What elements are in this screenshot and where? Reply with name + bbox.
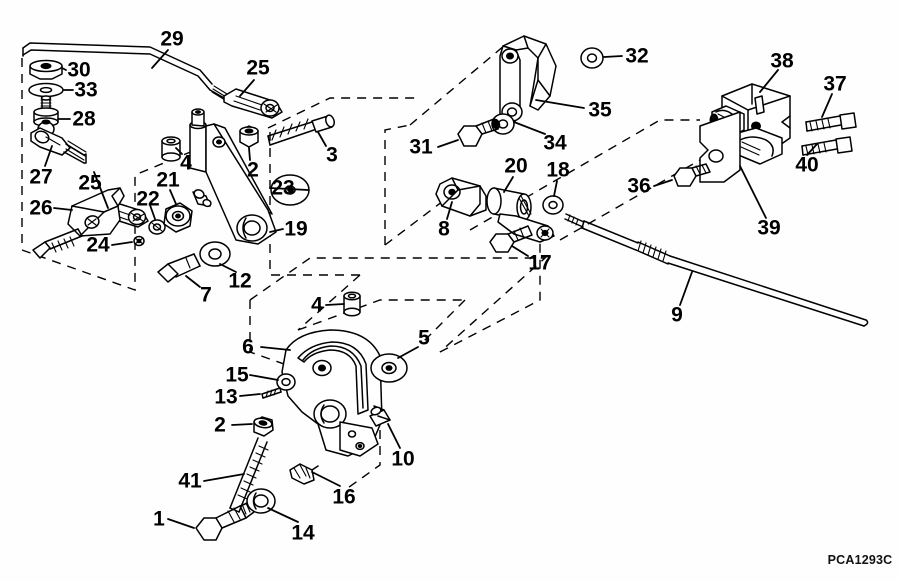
part-29-link-rod <box>22 42 234 104</box>
part-5-washer <box>370 353 408 383</box>
part-2-hex-nut-lower <box>253 416 274 437</box>
callout-7-screw: 7 <box>200 283 212 307</box>
callout-38-bracket: 38 <box>770 49 794 73</box>
part-14-washer <box>246 488 276 514</box>
part-7-shoulder-screw <box>157 253 201 283</box>
part-23-large-washer <box>270 174 310 206</box>
part-37-hex-screw <box>805 112 857 132</box>
callout-41-screw: 41 <box>178 469 202 493</box>
part-26-screw <box>32 228 83 259</box>
part-10-shoulder-pin <box>369 405 391 427</box>
group-center-dashed-boundary <box>267 97 420 276</box>
callout-3-screw: 3 <box>326 143 338 167</box>
callout-34-washer: 34 <box>543 131 567 155</box>
callout-18-washer: 18 <box>546 158 570 182</box>
part-2-hex-nut-upper <box>239 125 259 148</box>
callout-19-lever: 19 <box>284 217 308 241</box>
callout-32-washer: 32 <box>625 44 649 68</box>
callout-9-cable: 9 <box>671 303 683 327</box>
part-8-link-end <box>435 177 487 217</box>
callout-40-screw: 40 <box>795 153 819 177</box>
part-13-roll-pin <box>261 387 282 399</box>
part-40-hex-screw <box>801 136 853 156</box>
callout-13-pin: 13 <box>214 385 238 409</box>
callout-23-washer: 23 <box>271 176 295 200</box>
part-33-flat-washer <box>28 82 64 98</box>
part-4-spacer-upper <box>161 136 181 162</box>
callout-37-screw: 37 <box>823 72 847 96</box>
callout-8-link: 8 <box>438 217 450 241</box>
callout-12-washer: 12 <box>228 269 252 293</box>
part-4-spacer-lower <box>343 291 361 317</box>
callout-35-bracket: 35 <box>588 98 612 122</box>
callout-16-clip: 16 <box>332 485 356 509</box>
callout-4-bushing-lower: 4 <box>311 293 323 317</box>
callout-15-washer: 15 <box>225 363 249 387</box>
part-26-mounting-bracket <box>67 187 125 237</box>
group-left-dashed-boundary <box>21 58 201 291</box>
part-1-hex-bolt <box>195 501 255 541</box>
part-3-threaded-screw <box>267 114 335 146</box>
part-17-hex-screw <box>489 225 533 253</box>
callout-25-ball-joint-lower: 25 <box>78 171 102 195</box>
leader-lines <box>44 49 833 529</box>
part-15-washer <box>276 373 296 391</box>
part-19-throttle-lever <box>189 108 277 245</box>
callout-17-screw: 17 <box>528 251 552 275</box>
callout-5-washer: 5 <box>418 326 430 350</box>
callout-28-bushing: 28 <box>72 107 96 131</box>
callout-33-washer: 33 <box>74 78 98 102</box>
part-6-throttle-cam <box>281 329 383 457</box>
callout-2-nut-lower: 2 <box>214 413 226 437</box>
callout-4-bushing-upper: 4 <box>180 151 192 175</box>
part-30-locknut <box>29 59 63 80</box>
callout-26-bracket: 26 <box>29 196 53 220</box>
callout-24-screw: 24 <box>86 233 110 257</box>
callout-27-link-end: 27 <box>29 165 53 189</box>
callout-29-link-rod: 29 <box>160 27 184 51</box>
part-16-retaining-clip <box>289 463 319 485</box>
callout-2-nut-upper: 2 <box>247 158 259 182</box>
part-39-backing-plate <box>699 111 741 183</box>
part-20-roller-bearing <box>486 187 555 243</box>
callout-10-pin: 10 <box>391 447 415 471</box>
part-12-washer <box>199 241 231 267</box>
part-31-hex-bolt <box>457 118 501 147</box>
part-18-washer <box>542 195 564 215</box>
callout-30-nut: 30 <box>67 58 91 82</box>
part-24-small-screw <box>133 235 145 247</box>
group-upper-right-dashed-boundary <box>384 44 506 246</box>
part-36-hex-screw <box>673 163 711 187</box>
callout-21-bushing: 21 <box>156 168 180 192</box>
callout-36-screw: 36 <box>627 174 651 198</box>
callout-31-bolt: 31 <box>409 135 433 159</box>
part-35-shift-bracket <box>499 35 557 125</box>
callout-6-cam: 6 <box>242 335 254 359</box>
callout-14-washer: 14 <box>291 521 315 545</box>
callout-1-bolt: 1 <box>153 507 165 531</box>
callout-20-roller: 20 <box>504 154 528 178</box>
callout-22-washer: 22 <box>136 187 160 211</box>
part-32-washer <box>580 47 604 69</box>
part-25-ball-socket-upper <box>223 88 283 119</box>
part-22-lock-washer <box>148 219 166 235</box>
drawing-code: PCA1293C <box>827 553 893 567</box>
part-41-long-screw <box>229 437 269 513</box>
part-9-control-cable <box>564 213 869 327</box>
callout-25-ball-joint-upper: 25 <box>246 56 270 80</box>
callout-39-plate: 39 <box>757 216 781 240</box>
part-21-bushing <box>163 202 193 233</box>
part-27-ball-socket-link <box>30 127 87 164</box>
